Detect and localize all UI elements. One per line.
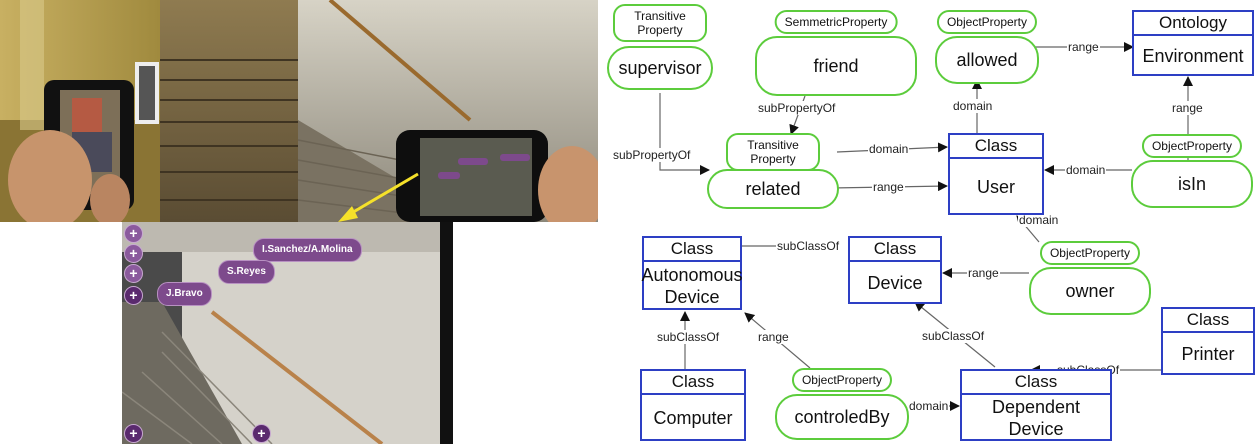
- class-name: Dependent Device: [991, 397, 1081, 439]
- edge-label: subClassOf: [656, 330, 721, 344]
- class-type: Class: [642, 371, 744, 395]
- add-button[interactable]: +: [252, 424, 271, 443]
- edge-label: range: [1171, 101, 1204, 115]
- property-name: related: [707, 169, 839, 209]
- edge-label: domain: [952, 99, 994, 113]
- class-type: Class: [850, 238, 940, 262]
- class-device[interactable]: Class Device: [848, 236, 942, 304]
- ar-name-tag[interactable]: S.Reyes: [218, 260, 275, 284]
- edge-label: domain: [908, 399, 950, 413]
- bottom-photo: I.Sanchez/A.Molina S.Reyes J.Bravo + + +…: [122, 222, 453, 444]
- edge-label: range: [757, 330, 790, 344]
- add-button[interactable]: +: [124, 244, 143, 263]
- class-environment[interactable]: Ontology Environment: [1132, 10, 1254, 76]
- class-user[interactable]: Class User: [948, 133, 1044, 215]
- edge-label: domain: [1018, 213, 1060, 227]
- class-type: Ontology: [1134, 12, 1252, 36]
- property-name: friend: [755, 36, 917, 96]
- property-type: ObjectProperty: [936, 10, 1038, 34]
- edge-label: subPropertyOf: [757, 101, 837, 115]
- property-supervisor[interactable]: Transitive Property supervisor: [607, 4, 713, 90]
- class-type: Class: [644, 238, 740, 262]
- class-type: Class: [962, 371, 1110, 395]
- property-name: controledBy: [775, 394, 909, 440]
- edge-label: subPropertyOf: [612, 148, 692, 162]
- add-button[interactable]: +: [124, 264, 143, 283]
- property-name: owner: [1029, 267, 1151, 315]
- property-friend[interactable]: SemmetricProperty friend: [755, 10, 917, 100]
- property-related[interactable]: Transitive Property related: [707, 133, 839, 209]
- class-name: Environment: [1142, 46, 1244, 66]
- class-computer[interactable]: Class Computer: [640, 369, 746, 441]
- add-button[interactable]: +: [124, 424, 143, 443]
- class-name: User: [976, 177, 1015, 197]
- edge-label: subClassOf: [921, 329, 986, 343]
- class-name: Autonomous Device: [641, 265, 743, 307]
- add-button[interactable]: +: [124, 286, 143, 305]
- class-name: Device: [867, 273, 923, 293]
- property-allowed[interactable]: ObjectProperty allowed: [935, 10, 1039, 85]
- property-name: allowed: [935, 36, 1039, 84]
- property-owner[interactable]: ObjectProperty owner: [1029, 241, 1151, 315]
- edge-label: domain: [868, 142, 910, 156]
- top-photo: [0, 0, 598, 222]
- property-isin[interactable]: ObjectProperty isIn: [1131, 134, 1253, 208]
- class-name: Printer: [1181, 344, 1235, 364]
- top-photo-scene: [0, 0, 598, 222]
- class-autonomous-device[interactable]: Class Autonomous Device: [641, 236, 743, 310]
- ontology-diagram: range range domain subPropertyOf subProp…: [605, 0, 1258, 444]
- property-name: supervisor: [607, 46, 713, 90]
- class-dependent-device[interactable]: Class Dependent Device: [960, 369, 1112, 441]
- property-type: SemmetricProperty: [774, 10, 898, 34]
- property-name: isIn: [1131, 160, 1253, 208]
- class-type: Class: [1163, 309, 1253, 333]
- edge-label: range: [967, 266, 1000, 280]
- edge-label: range: [872, 180, 905, 194]
- edge-label: domain: [1065, 163, 1107, 177]
- ar-name-tag[interactable]: I.Sanchez/A.Molina: [253, 238, 362, 262]
- property-type: ObjectProperty: [1141, 134, 1243, 158]
- property-controledby[interactable]: ObjectProperty controledBy: [775, 368, 909, 440]
- property-type: ObjectProperty: [1039, 241, 1141, 265]
- add-button[interactable]: +: [124, 224, 143, 243]
- photo-collage: I.Sanchez/A.Molina S.Reyes J.Bravo + + +…: [0, 0, 600, 444]
- property-type: ObjectProperty: [791, 368, 893, 392]
- edge-label: subClassOf: [776, 239, 841, 253]
- class-name: Computer: [653, 408, 733, 428]
- property-type: Transitive Property: [613, 4, 707, 42]
- property-type: Transitive Property: [726, 133, 820, 171]
- class-printer[interactable]: Class Printer: [1161, 307, 1255, 375]
- class-type: Class: [950, 135, 1042, 159]
- ar-name-tag[interactable]: J.Bravo: [157, 282, 212, 306]
- edge-label: range: [1067, 40, 1100, 54]
